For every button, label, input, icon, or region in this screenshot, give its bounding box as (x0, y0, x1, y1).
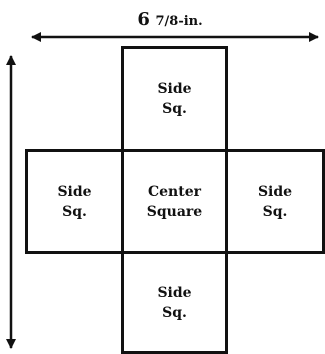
square-label-line2: Sq. (162, 101, 187, 117)
width-dimension-label: 6 7/8-in. (120, 10, 220, 30)
dimension-fraction: 7/8 (155, 14, 179, 29)
side-square-left: Side Sq. (25, 149, 124, 254)
side-square-right: Side Sq. (225, 149, 325, 254)
center-square: Center Square (121, 149, 228, 254)
dimension-unit: -in. (178, 14, 203, 29)
side-square-top: Side Sq. (121, 46, 228, 152)
square-label-line1: Side (157, 284, 192, 301)
square-label-line2: Sq. (62, 203, 87, 220)
square-label-line1: Side (57, 183, 92, 200)
square-label-line1: Center (148, 183, 201, 200)
dimension-whole: 6 (137, 9, 150, 30)
square-label-line2: Sq. (262, 203, 288, 220)
side-square-bottom: Side Sq. (121, 251, 228, 354)
square-label-line1: Side (257, 183, 293, 200)
square-label-line1: Side (157, 81, 192, 97)
square-label-line2: Square (146, 203, 203, 220)
square-label-line2: Sq. (162, 304, 187, 321)
